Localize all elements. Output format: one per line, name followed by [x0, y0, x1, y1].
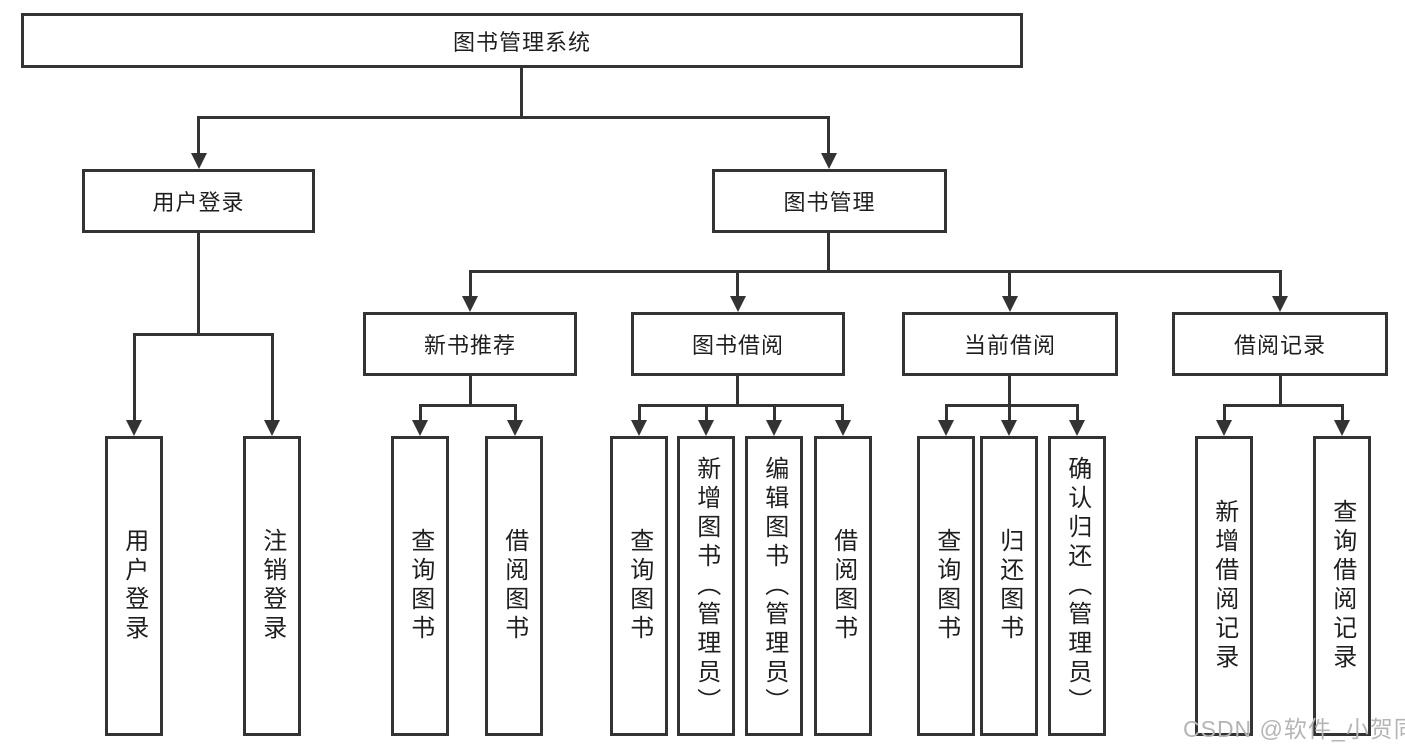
- node-borrowing-records: 借阅记录: [1172, 312, 1388, 376]
- leaf-label: 新增借阅记录: [1210, 499, 1238, 673]
- connector-line: [1008, 376, 1011, 407]
- connector-line: [1223, 404, 1343, 407]
- leaf-label: 注销登录: [258, 528, 286, 644]
- connector-line: [197, 116, 830, 119]
- arrowhead-down-icon: [698, 420, 714, 436]
- node-label: 图书借阅: [691, 333, 784, 358]
- connector-line: [945, 404, 1078, 407]
- connector-line: [1076, 404, 1079, 424]
- leaf-records-add-borrow-record: 新增借阅记录: [1195, 436, 1253, 736]
- arrowhead-down-icon: [412, 420, 428, 436]
- arrowhead-down-icon: [507, 420, 523, 436]
- leaf-label: 编辑图书（管理员）: [760, 455, 788, 717]
- node-current-borrowing: 当前借阅: [902, 312, 1118, 376]
- connector-line: [945, 404, 948, 424]
- connector-line: [133, 333, 274, 336]
- connector-line: [1279, 376, 1282, 407]
- leaf-logout: 注销登录: [243, 436, 301, 736]
- connector-line: [197, 233, 200, 336]
- arrowhead-down-icon: [938, 420, 954, 436]
- node-library-system: 图书管理系统: [21, 13, 1023, 68]
- leaf-records-query-borrow-record: 查询借阅记录: [1313, 436, 1371, 736]
- leaf-label: 查询借阅记录: [1328, 499, 1356, 673]
- leaf-label: 确认归还（管理员）: [1063, 455, 1091, 717]
- arrowhead-down-icon: [126, 420, 142, 436]
- leaf-label: 借阅图书: [500, 528, 528, 644]
- node-user-login: 用户登录: [82, 169, 315, 233]
- leaf-borrowing-query-books: 查询图书: [610, 436, 668, 736]
- arrowhead-down-icon: [1002, 296, 1018, 312]
- node-book-borrowing: 图书借阅: [631, 312, 845, 376]
- arrowhead-down-icon: [191, 153, 207, 169]
- connector-line: [469, 270, 1282, 273]
- connector-line: [1008, 404, 1011, 424]
- arrowhead-down-icon: [1216, 420, 1232, 436]
- leaf-newbook-borrow-books: 借阅图书: [485, 436, 543, 736]
- connector-line: [773, 404, 776, 424]
- leaf-label: 用户登录: [120, 528, 148, 644]
- arrowhead-down-icon: [1272, 296, 1288, 312]
- connector-line: [1341, 404, 1344, 424]
- connector-line: [638, 404, 844, 407]
- arrowhead-down-icon: [1069, 420, 1085, 436]
- connector-line: [419, 404, 422, 424]
- watermark-text: CSDN @软件_小贺同学: [1183, 716, 1405, 742]
- connector-line: [1223, 404, 1226, 424]
- connector-line: [469, 270, 472, 298]
- leaf-label: 查询图书: [625, 528, 653, 644]
- node-label: 图书管理: [783, 190, 876, 215]
- leaf-current-confirm-return-admin: 确认归还（管理员）: [1048, 436, 1106, 736]
- arrowhead-down-icon: [1001, 420, 1017, 436]
- connector-line: [133, 333, 136, 422]
- connector-line: [271, 333, 274, 422]
- leaf-borrowing-add-books-admin: 新增图书（管理员）: [677, 436, 735, 736]
- arrowhead-down-icon: [462, 296, 478, 312]
- leaf-label: 查询图书: [932, 528, 960, 644]
- connector-line: [520, 68, 523, 118]
- leaf-label: 新增图书（管理员）: [692, 455, 720, 717]
- connector-line: [736, 376, 739, 407]
- arrowhead-down-icon: [821, 153, 837, 169]
- arrowhead-down-icon: [1334, 420, 1350, 436]
- leaf-borrowing-edit-books-admin: 编辑图书（管理员）: [745, 436, 803, 736]
- arrowhead-down-icon: [264, 420, 280, 436]
- node-label: 新书推荐: [423, 333, 516, 358]
- connector-line: [197, 116, 200, 155]
- leaf-current-query-books: 查询图书: [917, 436, 975, 736]
- connector-line: [638, 404, 641, 424]
- connector-line: [736, 270, 739, 298]
- leaf-current-return-books: 归还图书: [980, 436, 1038, 736]
- arrowhead-down-icon: [631, 420, 647, 436]
- arrowhead-down-icon: [766, 420, 782, 436]
- connector-line: [705, 404, 708, 424]
- leaf-label: 归还图书: [995, 528, 1023, 644]
- connector-line: [841, 404, 844, 424]
- leaf-label: 查询图书: [406, 528, 434, 644]
- leaf-borrowing-borrow-books: 借阅图书: [814, 436, 872, 736]
- node-new-book-recommend: 新书推荐: [363, 312, 577, 376]
- node-label: 图书管理系统: [452, 29, 591, 55]
- connector-line: [827, 116, 830, 155]
- connector-line: [1279, 270, 1282, 298]
- connector-line: [827, 233, 830, 273]
- connector-line: [419, 404, 517, 407]
- connector-line: [1008, 270, 1011, 298]
- connector-line: [469, 376, 472, 407]
- leaf-newbook-query-books: 查询图书: [391, 436, 449, 736]
- connector-line: [514, 404, 517, 424]
- leaf-user-login: 用户登录: [105, 436, 163, 736]
- node-label: 借阅记录: [1233, 333, 1326, 358]
- node-label: 当前借阅: [963, 333, 1056, 358]
- node-label: 用户登录: [152, 190, 245, 215]
- leaf-label: 借阅图书: [829, 528, 857, 644]
- node-book-management: 图书管理: [712, 169, 947, 233]
- arrowhead-down-icon: [835, 420, 851, 436]
- arrowhead-down-icon: [730, 296, 746, 312]
